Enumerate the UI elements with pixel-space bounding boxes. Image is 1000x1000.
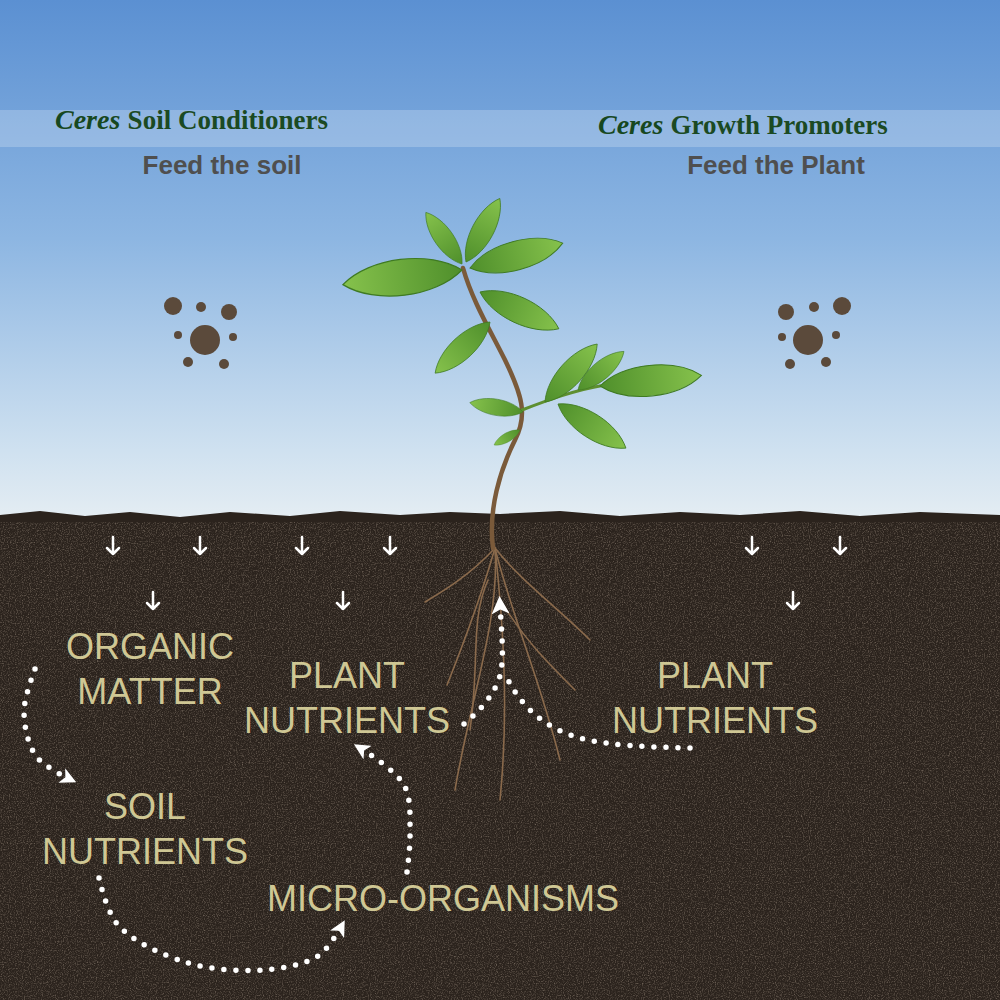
leaf: [418, 207, 470, 269]
soil-term: ORGANIC MATTER: [35, 620, 265, 718]
dot: [219, 359, 229, 369]
sky: [0, 0, 1000, 530]
leaf: [466, 229, 566, 282]
dot: [785, 359, 795, 369]
uptake-dots: [464, 605, 502, 724]
root: [495, 548, 505, 800]
header-line: Ceres Soil Conditioners: [55, 104, 328, 136]
product-line: Growth Promoters: [671, 110, 888, 141]
flow-arrow: [359, 747, 411, 872]
root: [425, 548, 495, 602]
header-line: Feed the Plant: [687, 150, 865, 181]
dot: [164, 297, 182, 315]
dot: [229, 333, 237, 341]
tagline: Feed the Plant: [687, 150, 865, 181]
dot: [809, 302, 819, 312]
leaf: [492, 426, 522, 449]
root: [447, 548, 495, 685]
plant: [341, 193, 703, 548]
product-line: Soil Conditioners: [128, 105, 328, 136]
leaf: [341, 252, 464, 302]
dot: [183, 357, 193, 367]
soil-term: PLANT NUTRIENTS: [232, 649, 462, 747]
soil-texture: [0, 522, 1000, 1000]
header-line: Feed the soil: [143, 150, 302, 181]
leaf: [572, 345, 630, 397]
leaf: [427, 314, 497, 382]
flow-arrow: [24, 669, 71, 780]
root: [495, 548, 590, 640]
down-arrow: [147, 592, 159, 609]
dot: [793, 325, 823, 355]
leaf: [474, 280, 564, 340]
brand-name: Ceres: [55, 104, 120, 136]
root: [500, 600, 575, 690]
down-arrow: [787, 592, 799, 609]
down-arrow: [746, 537, 758, 554]
dot: [821, 357, 831, 367]
root: [455, 548, 496, 790]
leaf: [551, 394, 632, 458]
leaf: [468, 395, 524, 420]
down-arrow: [834, 537, 846, 554]
term-text: ORGANIC MATTER: [39, 624, 261, 714]
down-arrow: [194, 537, 206, 554]
dot: [833, 297, 851, 315]
down-arrow: [384, 537, 396, 554]
soil-term: MICRO-ORGANISMS: [263, 872, 623, 925]
down-arrows: [107, 537, 846, 609]
term-text: SOIL NUTRIENTS: [34, 784, 256, 874]
down-arrow: [107, 537, 119, 554]
dot: [196, 302, 206, 312]
roots: [425, 548, 590, 800]
dot: [778, 304, 794, 320]
dot: [832, 331, 840, 339]
soil-term: PLANT NUTRIENTS: [600, 649, 830, 747]
dot: [778, 333, 786, 341]
dot: [174, 331, 182, 339]
soil: [0, 511, 1000, 1000]
header-line: Ceres Growth Promoters: [598, 109, 888, 141]
down-arrow: [337, 592, 349, 609]
term-text: PLANT NUTRIENTS: [604, 653, 826, 743]
term-text: MICRO-ORGANISMS: [267, 876, 619, 921]
dot: [190, 325, 220, 355]
term-text: PLANT NUTRIENTS: [236, 653, 458, 743]
brand-name: Ceres: [598, 109, 663, 141]
dot: [221, 304, 237, 320]
tagline: Feed the soil: [143, 150, 302, 181]
down-arrow: [296, 537, 308, 554]
soil-term: SOIL NUTRIENTS: [30, 780, 260, 878]
